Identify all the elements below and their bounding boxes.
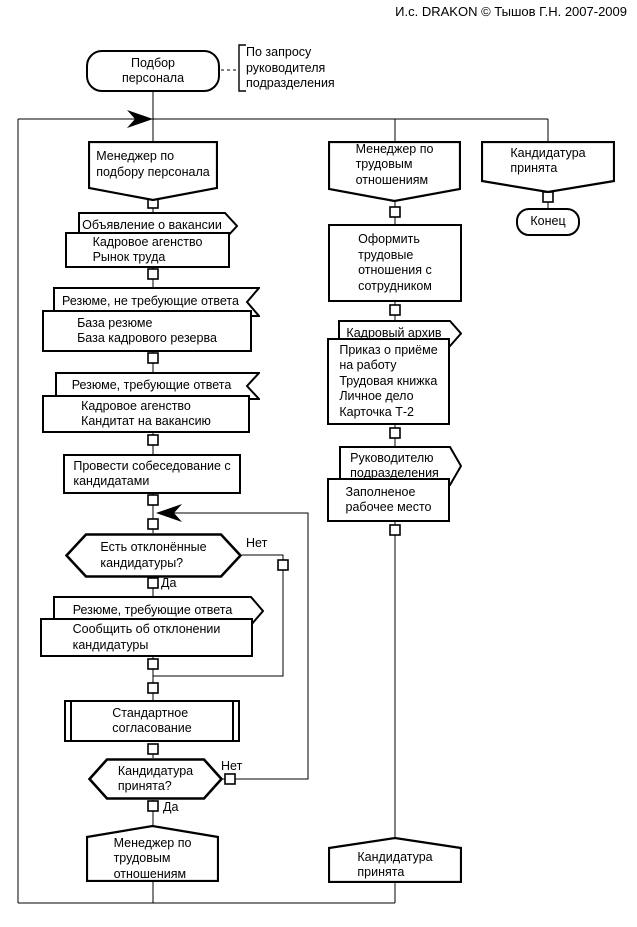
decision-hexagon-shape	[88, 758, 223, 800]
node-branch-header-labor-manager[interactable]: Менеджер по трудовым отношениям	[328, 141, 461, 202]
no-branch-line	[153, 554, 284, 677]
node-input-resume-noreply[interactable]: Резюме, не требующие ответа	[53, 287, 260, 317]
node-rect-filled-workplace[interactable]: Заполненое рабочее место	[327, 478, 450, 522]
node-label: Кадровое агенство Кандитат на вакансию	[81, 398, 211, 429]
node-label: Менеджер по трудовым отношениям	[355, 141, 434, 187]
node-rect-notify-rejection[interactable]: Сообщить об отклонении кандидатуры	[40, 618, 253, 657]
node-label: Подбор персонала	[121, 55, 185, 86]
node-label: Кадровый архив	[346, 325, 442, 340]
node-rect-archive-documents[interactable]: Приказ о приёме на работу Трудовая книжк…	[327, 338, 450, 425]
node-address-candidate-accepted[interactable]: Кандидатура принята	[328, 837, 462, 883]
node-input-resume-reply[interactable]: Резюме, требующие ответа	[55, 372, 260, 400]
branch-label-no: Нет	[221, 759, 243, 773]
branch-header-shape	[328, 141, 461, 202]
node-label: Руководителю подразделения	[350, 450, 439, 481]
loop-back-line	[157, 512, 309, 780]
node-label: Кадровое агенство Рынок труда	[92, 234, 203, 265]
flow-arrows	[127, 110, 182, 522]
node-output-resume-reply[interactable]: Резюме, требующие ответа	[53, 596, 264, 626]
procedure-side-bars	[70, 702, 234, 740]
node-procedure-standard-approval[interactable]: Стандартное согласование	[64, 700, 240, 742]
address-shape	[86, 825, 219, 882]
address-shape	[328, 837, 462, 883]
node-decision-rejected[interactable]: Есть отклонённые кандидатуры?	[65, 533, 242, 578]
node-label: Заполненое рабочее место	[345, 484, 432, 515]
node-label: Сообщить об отклонении кандидатуры	[72, 622, 221, 652]
node-label: Резюме, требующие ответа	[72, 603, 233, 618]
comment-note: По запросу руководителя подразделения	[246, 45, 335, 90]
node-label: Объявление о вакансии	[82, 218, 222, 233]
decision-hexagon-shape	[65, 533, 242, 578]
node-label: Кандидатура принята	[357, 849, 433, 880]
node-rect-resume-base[interactable]: База резюме База кадрового резерва	[42, 310, 252, 352]
entry-arrow-icon	[127, 110, 153, 128]
node-label: Провести собеседование с кандидатами	[73, 458, 231, 489]
branch-label-yes: Да	[161, 576, 177, 590]
connector-squares	[147, 191, 554, 812]
node-label: Есть отклонённые кандидатуры?	[100, 540, 207, 570]
copyright-caption: И.с. DRAKON © Тышов Г.Н. 2007-2009	[395, 4, 627, 19]
node-end-terminator[interactable]: Конец	[516, 208, 580, 236]
loop-arrow-icon	[156, 504, 182, 522]
node-label: Кандидатура принята?	[117, 763, 194, 794]
node-output-archive[interactable]: Кадровый архив	[338, 320, 462, 347]
comment-bracket	[238, 44, 246, 92]
node-rect-agency-market[interactable]: Кадровое агенство Рынок труда	[65, 232, 230, 268]
node-decision-accepted[interactable]: Кандидатура принята?	[88, 758, 223, 800]
node-start-terminator[interactable]: Подбор персонала	[86, 50, 220, 92]
node-action-interview[interactable]: Провести собеседование с кандидатами	[63, 454, 241, 494]
node-branch-header-candidate-accepted[interactable]: Кандидатура принята	[481, 141, 615, 193]
node-address-labor-manager[interactable]: Менеджер по трудовым отношениям	[86, 825, 219, 882]
node-label: Кандидатура принята	[510, 145, 586, 176]
branch-header-shape	[481, 141, 615, 193]
node-label: Резюме, требующие ответа	[71, 378, 232, 393]
node-label: Конец	[530, 214, 566, 229]
node-branch-header-recruiter[interactable]: Менеджер по подбору персонала	[88, 141, 218, 201]
node-label: Менеджер по трудовым отношениям	[113, 835, 192, 881]
branch-label-yes: Да	[163, 800, 179, 814]
node-label: Менеджер по подбору персонала	[96, 149, 210, 179]
node-action-register-employment[interactable]: Оформить трудовые отношения с сотруднико…	[328, 224, 462, 302]
branch-header-shape	[88, 141, 218, 201]
node-label: Стандартное согласование	[112, 705, 192, 736]
node-label: Резюме, не требующие ответа	[62, 294, 239, 309]
node-label: База резюме База кадрового резерва	[77, 315, 217, 346]
node-label: Приказ о приёме на работу Трудовая книжк…	[339, 342, 438, 419]
input-chevron-shape	[55, 372, 260, 400]
node-rect-agency-candidate[interactable]: Кадровое агенство Кандитат на вакансию	[42, 395, 250, 433]
branch-label-no: Нет	[246, 536, 268, 550]
node-label: Оформить трудовые отношения с сотруднико…	[358, 232, 432, 293]
